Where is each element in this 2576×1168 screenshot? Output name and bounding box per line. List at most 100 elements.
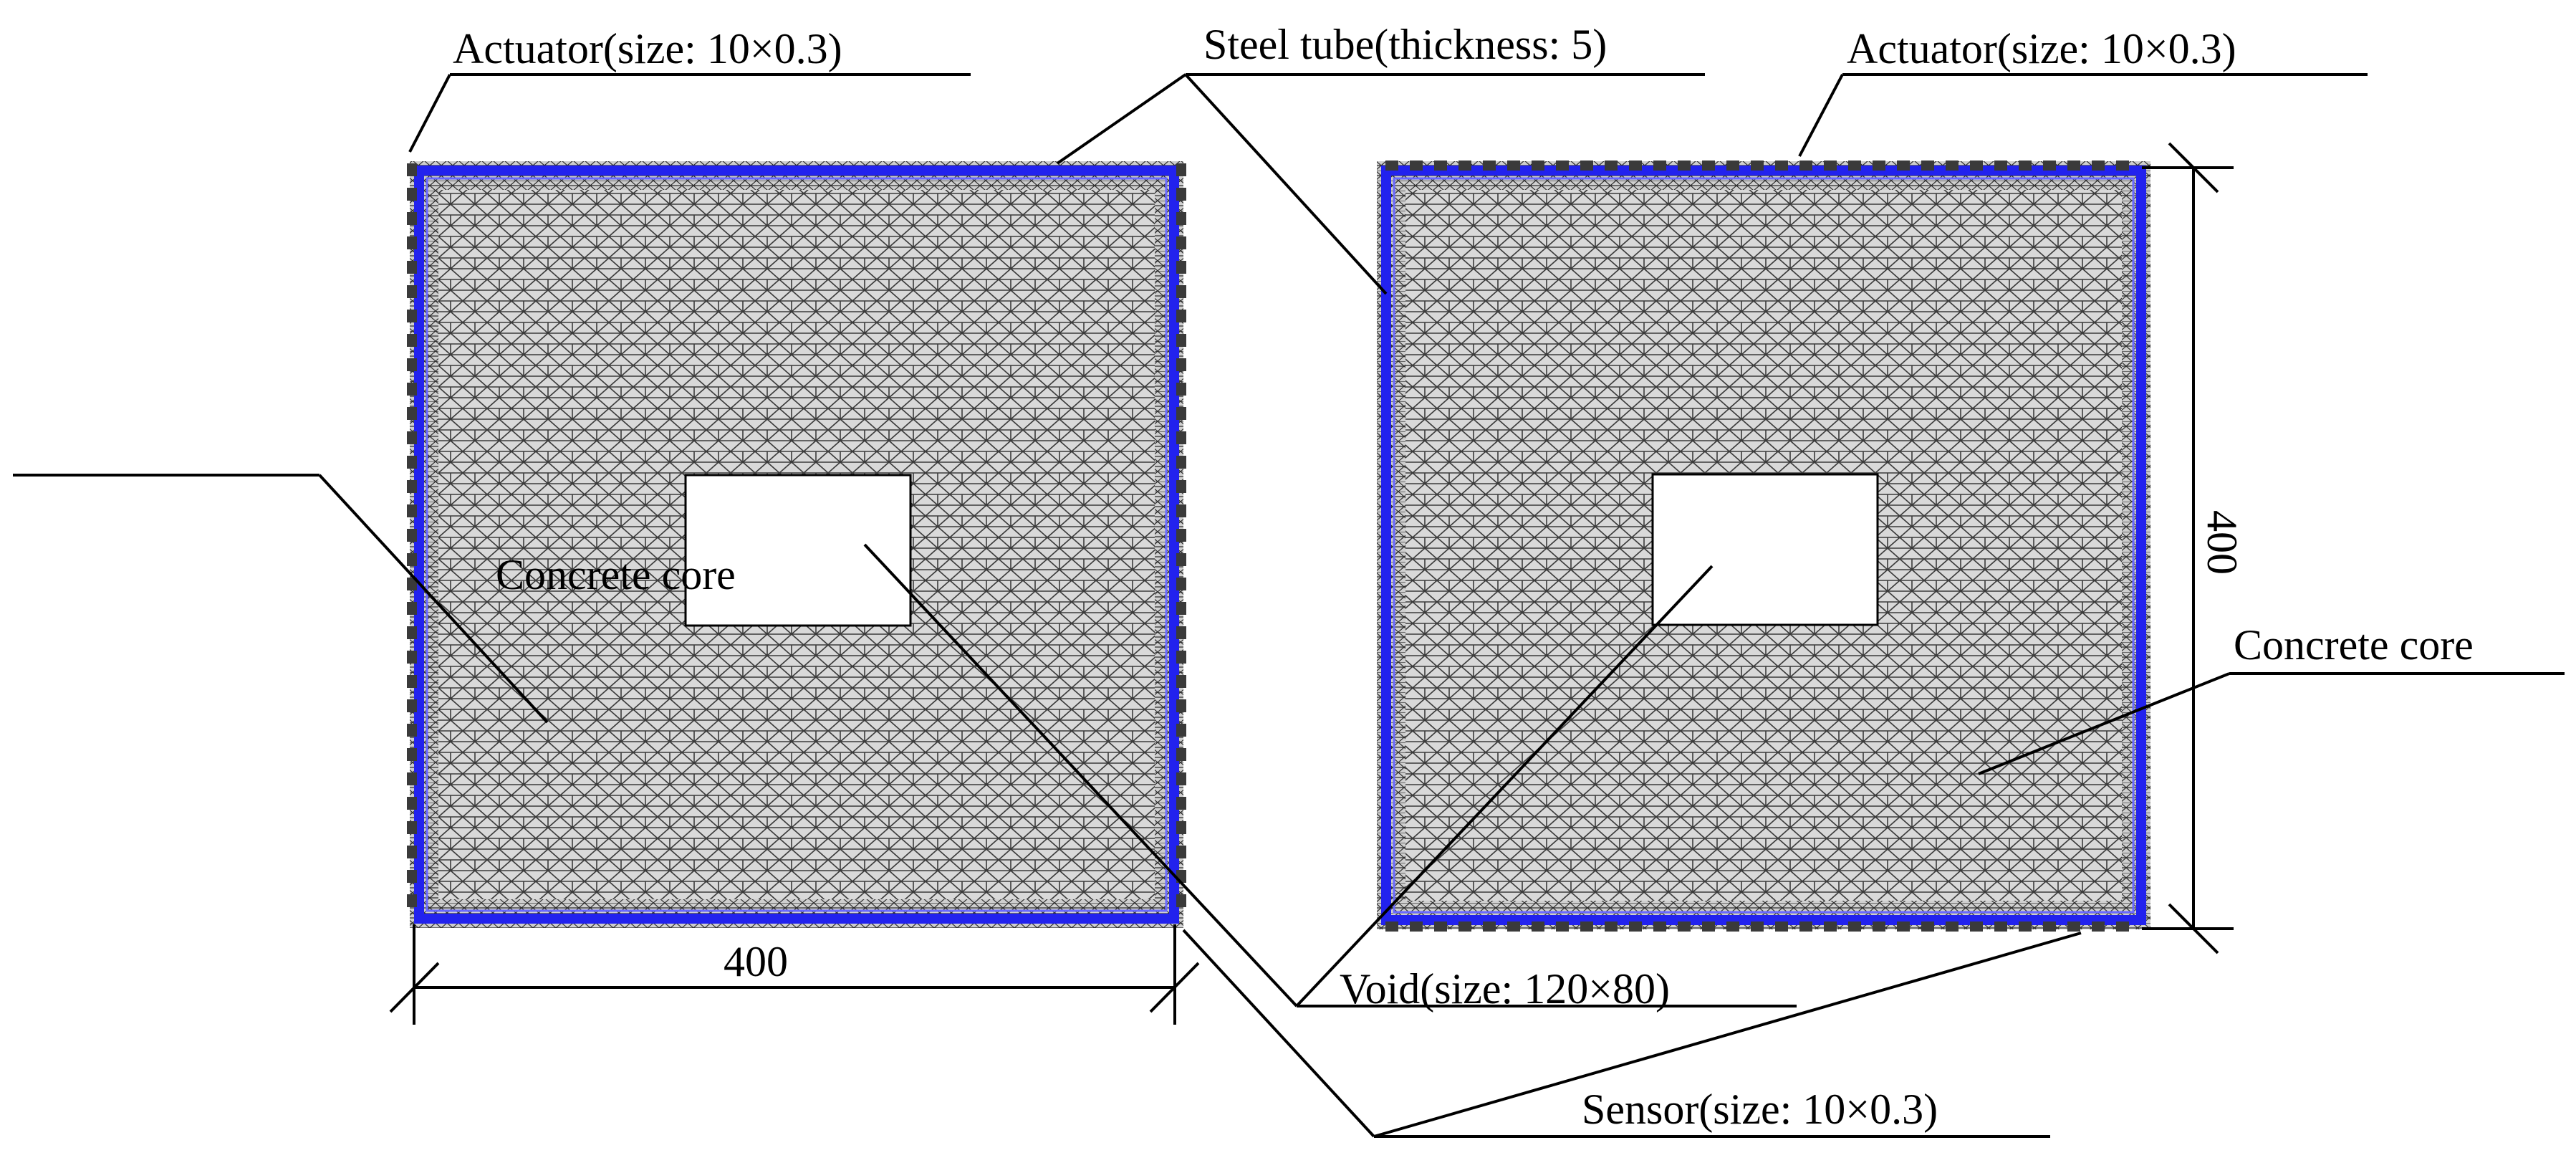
pzt-patch: [407, 675, 417, 688]
pzt-patch: [1176, 553, 1186, 566]
pzt-patch: [1702, 922, 1715, 932]
steel-tube-leader-left: [1056, 73, 1187, 165]
pzt-patch: [407, 212, 417, 225]
right-steel-tube-inner-edge: [1393, 177, 2135, 914]
pzt-patch: [1726, 922, 1739, 932]
pzt-patch: [1629, 161, 1642, 171]
pzt-patch: [407, 358, 417, 371]
left-actuator-array: [407, 163, 417, 907]
pzt-patch: [407, 821, 417, 834]
left-steel-tube-inner-edge: [426, 177, 1168, 912]
pzt-patch: [407, 456, 417, 469]
pzt-patch: [407, 651, 417, 664]
sensor-label: Sensor(size: 10×0.3): [1582, 1086, 1938, 1133]
pzt-patch: [407, 626, 417, 639]
pzt-patch: [407, 188, 417, 201]
right-concrete-leader: [1978, 672, 2230, 775]
pzt-patch: [1176, 651, 1186, 664]
steel-tube-leader-right: [1184, 73, 1388, 295]
pzt-patch: [1176, 431, 1186, 444]
left-dim-tick-left: [389, 962, 440, 1013]
pzt-patch: [1532, 922, 1544, 932]
pzt-patch: [1775, 922, 1788, 932]
pzt-patch: [1507, 161, 1520, 171]
pzt-patch: [1507, 922, 1520, 932]
pzt-patch: [407, 846, 417, 858]
pzt-patch: [1410, 922, 1423, 932]
pzt-patch: [1434, 161, 1447, 171]
pzt-patch: [1410, 161, 1423, 171]
left-actuator-label: Actuator(size: 10×0.3): [453, 25, 842, 72]
pzt-patch: [407, 553, 417, 566]
pzt-patch: [407, 529, 417, 542]
pzt-patch: [2019, 161, 2032, 171]
pzt-patch: [2116, 922, 2129, 932]
pzt-patch: [407, 724, 417, 737]
pzt-patch: [1751, 161, 1764, 171]
pzt-patch: [1176, 894, 1186, 907]
left-sensor-array: [1176, 163, 1186, 907]
pzt-patch: [407, 772, 417, 785]
pzt-patch: [1799, 922, 1812, 932]
pzt-patch: [1873, 161, 1885, 171]
pzt-patch: [407, 870, 417, 883]
right-specimen: Actuator(size: 10×0.3) Concrete core 400: [1377, 25, 2565, 954]
pzt-patch: [1629, 922, 1642, 932]
pzt-patch: [1897, 922, 1910, 932]
right-dim-tick-bottom: [2168, 903, 2219, 954]
pzt-patch: [1556, 161, 1569, 171]
pzt-patch: [1653, 161, 1666, 171]
pzt-patch: [1176, 383, 1186, 396]
pzt-patch: [1751, 922, 1764, 932]
pzt-patch: [1176, 602, 1186, 615]
pzt-patch: [1176, 724, 1186, 737]
void-leader-right: [1295, 565, 1714, 1007]
pzt-patch: [1176, 748, 1186, 761]
pzt-patch: [1824, 161, 1837, 171]
pzt-patch: [1176, 846, 1186, 858]
pzt-patch: [1176, 797, 1186, 810]
pzt-patch: [1702, 161, 1715, 171]
pzt-patch: [2067, 161, 2080, 171]
pzt-patch: [407, 334, 417, 347]
pzt-patch: [1775, 161, 1788, 171]
pzt-patch: [1385, 922, 1398, 932]
pzt-patch: [1946, 922, 1959, 932]
pzt-patch: [407, 748, 417, 761]
pzt-patch: [407, 285, 417, 298]
pzt-patch: [407, 894, 417, 907]
pzt-patch: [1176, 285, 1186, 298]
pzt-patch: [1176, 821, 1186, 834]
pzt-patch: [1970, 922, 1983, 932]
pzt-patch: [407, 431, 417, 444]
pzt-patch: [1897, 161, 1910, 171]
pzt-patch: [1532, 161, 1544, 171]
pzt-patch: [1873, 922, 1885, 932]
sensor-leader-left: [1182, 929, 1375, 1138]
left-dim-label: 400: [724, 938, 788, 985]
pzt-patch: [1176, 578, 1186, 590]
pzt-patch: [407, 310, 417, 322]
pzt-patch: [1176, 772, 1186, 785]
pzt-patch: [2019, 922, 2032, 932]
left-dim-tick-right: [1149, 962, 1200, 1013]
pzt-patch: [2116, 161, 2129, 171]
pzt-patch: [1970, 161, 1983, 171]
sensor-leader-right: [1373, 932, 2082, 1138]
pzt-patch: [1434, 922, 1447, 932]
pzt-patch: [1946, 161, 1959, 171]
pzt-patch: [407, 163, 417, 176]
pzt-patch: [1176, 626, 1186, 639]
pzt-patch: [1176, 504, 1186, 517]
pzt-patch: [1580, 161, 1593, 171]
pzt-patch: [2092, 922, 2105, 932]
pzt-patch: [1483, 161, 1496, 171]
pzt-patch: [407, 383, 417, 396]
pzt-patch: [407, 602, 417, 615]
pzt-patch: [1176, 456, 1186, 469]
right-concrete-label: Concrete core: [2234, 621, 2474, 669]
pzt-patch: [1176, 163, 1186, 176]
left-void: [684, 474, 912, 627]
pzt-patch: [1176, 310, 1186, 322]
left-specimen: Actuator(size: 10×0.3) Concrete core 400: [13, 25, 1200, 1025]
